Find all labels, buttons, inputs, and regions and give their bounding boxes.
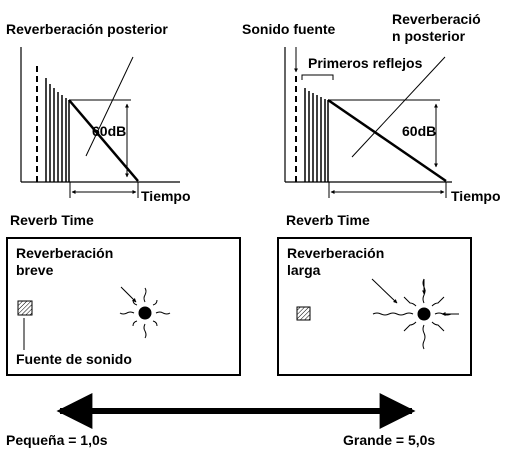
room-box-short — [6, 237, 241, 376]
reverb-time-label-left: Reverb Time — [10, 212, 94, 228]
room-short-title-2: breve — [16, 262, 54, 278]
late-reverb-label-right-2: n posterior — [392, 28, 466, 44]
early-reflections-bracket — [301, 74, 334, 80]
decay-line-right — [327, 98, 447, 183]
scale-right-label: Grande = 5,0s — [343, 432, 436, 448]
sound-source-caption: Fuente de sonido — [16, 351, 132, 367]
room-long-title-1: Reverberación — [287, 245, 385, 261]
db-label-left: 60dB — [92, 123, 127, 139]
reflection-bars-right — [304, 88, 329, 182]
room-box-long — [277, 237, 472, 376]
listener-long — [371, 278, 459, 350]
source-sound-label: Sonido fuente — [242, 21, 336, 37]
reverb-time-label-right: Reverb Time — [286, 212, 370, 228]
decay-line-left — [68, 99, 139, 182]
sound-source-square — [17, 300, 33, 316]
late-reverb-label-right-1: Reverberació — [392, 11, 481, 27]
leader-left — [85, 56, 134, 157]
room-long-art — [296, 278, 459, 350]
listener-short — [119, 286, 171, 339]
decay-chart-left — [20, 47, 180, 198]
room-short-art — [17, 286, 171, 339]
room-long-title-2: larga — [287, 262, 321, 278]
room-short-title-1: Reverberación — [16, 245, 114, 261]
time-label-right: Tiempo — [451, 188, 501, 204]
early-reflections-label: Primeros reflejos — [308, 55, 423, 71]
reflection-bars-left — [45, 78, 70, 182]
sound-source-square — [296, 306, 311, 321]
late-reverb-title-left: Reverberación posterior — [6, 21, 168, 37]
scale-left-label: Pequeña = 1,0s — [6, 432, 108, 448]
db-label-right: 60dB — [402, 123, 437, 139]
leader-right — [351, 56, 446, 158]
decay-chart-right — [284, 47, 452, 198]
time-label-left: Tiempo — [141, 188, 191, 204]
